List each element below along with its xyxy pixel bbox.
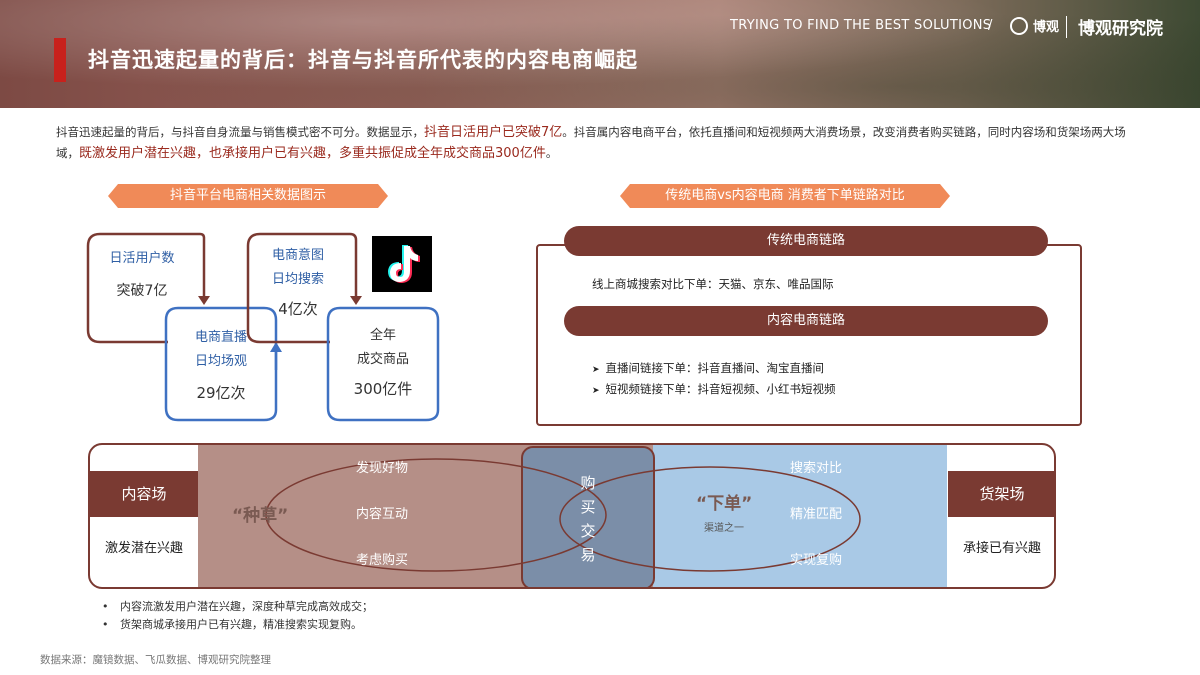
content-chain-item-2: ➤ 短视频链接下单：抖音短视频、小红书短视频 [592,381,836,397]
content-item-3: 考虑购买 [355,553,408,568]
search-value: 4亿次 [278,300,318,318]
shelf-field-title: 货架场 [948,471,1054,517]
goods-value: 300亿件 [353,380,413,398]
order-subtitle: 渠道之一 [704,523,744,534]
seed-quote: “种草” [232,506,289,526]
interest-ellipses [265,458,861,572]
content-chain-title: 内容电商链路 [564,306,1048,336]
goods-label-line1: 全年 [369,328,396,343]
page-title: 抖音迅速起量的背后：抖音与抖音所代表的内容电商崛起 [88,48,638,72]
content-chain-line-2: 短视频链接下单：抖音短视频、小红书短视频 [605,382,836,396]
banner-background [0,0,1200,108]
intro-paragraph: 抖音迅速起量的背后，与抖音自身流量与销售模式密不可分。数据显示，抖音日活用户已突… [56,122,1146,164]
live-label-line1: 电商直播 [194,330,247,345]
tagline-separator: / [988,18,993,33]
right-section-heading: 传统电商vs内容电商 消费者下单链路对比 [620,184,950,208]
arrow-right-icon: ➤ [592,365,600,375]
dau-label: 日活用户数 [109,251,175,266]
shelf-item-1: 搜索对比 [789,461,842,476]
search-label-line2: 日均搜索 [271,272,324,287]
order-quote: “下单” [696,494,753,514]
content-shelf-band: 内容场 激发潜在兴趣 货架场 承接已有兴趣 “种草” 发现好物 内容互动 考虑购… [88,443,1056,589]
content-field-subtitle: 激发潜在兴趣 [104,541,183,556]
brand-logo-mark: 博观 [1033,20,1060,35]
tagline: TRYING TO FIND THE BEST SOLUTIONS [730,18,992,33]
data-source-note: 数据来源：魔镜数据、飞瓜数据、博观研究院整理 [40,654,271,666]
intro-text-3: 。 [545,146,558,160]
brand-logo-icon [1010,17,1028,35]
header-banner: 抖音迅速起量的背后：抖音与抖音所代表的内容电商崛起 TRYING TO FIND… [0,0,1200,108]
purchase-label: 购买交易 [580,474,596,564]
arrow-right-icon: ➤ [592,386,600,396]
shelf-field-subtitle: 承接已有兴趣 [962,541,1041,556]
summary-bullets: 内容流激发用户潜在兴趣，深度种草完成高效成交； 货架商城承接用户已有兴趣，精准搜… [102,598,373,634]
shelf-item-2: 精准匹配 [789,507,842,522]
bullet-item: 内容流激发用户潜在兴趣，深度种草完成高效成交； [102,598,373,616]
goods-label-line2: 成交商品 [356,352,409,367]
live-value: 29亿次 [196,384,246,402]
brand-name: 博观研究院 [1078,19,1163,39]
live-label-line2: 日均场观 [194,354,247,369]
search-label-line1: 电商意图 [271,248,324,263]
intro-text-1: 抖音迅速起量的背后，与抖音自身流量与销售模式密不可分。数据显示， [56,125,424,139]
title-accent-bar [54,38,66,82]
shelf-zone [653,445,947,587]
content-item-2: 内容互动 [355,507,408,522]
traditional-chain-title: 传统电商链路 [564,226,1048,256]
content-item-1: 发现好物 [355,461,408,476]
dau-value: 突破7亿 [116,283,168,299]
shelf-item-3: 实现复购 [789,553,842,568]
traditional-chain-line: 线上商城搜索对比下单：天猫、京东、唯品国际 [592,277,834,291]
bullet-item: 货架商城承接用户已有兴趣，精准搜索实现复购。 [102,616,373,634]
left-section-heading: 抖音平台电商相关数据图示 [108,184,388,208]
intro-text-2: 。抖音属内容电商平台，依托直播间和短视频两大消费场景，改变消费者购买链路，同时内… [56,125,1126,160]
content-chain-item-1: ➤ 直播间链接下单：抖音直播间、淘宝直播间 [592,360,824,376]
douyin-logo-icon [372,236,432,292]
intro-highlight-2: 既激发用户潜在兴趣，也承接用户已有兴趣，多重共振促成全年成交商品300亿件 [79,146,546,161]
intro-highlight-1: 抖音日活用户已突破7亿 [424,125,563,140]
content-chain-line-1: 直播间链接下单：抖音直播间、淘宝直播间 [605,361,825,375]
content-field-title: 内容场 [90,471,198,517]
brand-divider [1066,16,1067,38]
